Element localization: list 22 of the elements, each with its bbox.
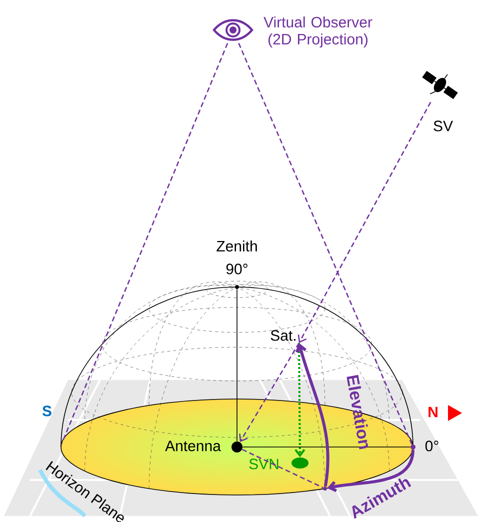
line bbox=[242, 446, 411, 448]
node-caption: SV bbox=[434, 120, 453, 132]
observer-caption: Virtual Observer (2D Projection) bbox=[264, 16, 372, 48]
arrow bbox=[327, 450, 414, 492]
edge-label: Elevation bbox=[346, 374, 368, 450]
azimuth-point bbox=[323, 486, 327, 491]
node-caption: 0° bbox=[425, 440, 438, 452]
point-label: Sat. bbox=[270, 330, 296, 341]
node-caption: SVN bbox=[249, 458, 278, 470]
arrow bbox=[239, 342, 300, 442]
projection-line bbox=[61, 42, 228, 444]
line bbox=[236, 288, 238, 442]
node-caption: 90° bbox=[226, 264, 248, 274]
line bbox=[242, 448, 324, 488]
arrow bbox=[295, 343, 330, 487]
line bbox=[238, 42, 413, 445]
arrow bbox=[294, 342, 306, 458]
direction-label: N bbox=[428, 406, 438, 418]
direction-label: S bbox=[42, 406, 52, 416]
node-caption: Zenith bbox=[216, 240, 257, 252]
arrow bbox=[298, 102, 432, 343]
node-caption: Antenna bbox=[165, 440, 221, 452]
